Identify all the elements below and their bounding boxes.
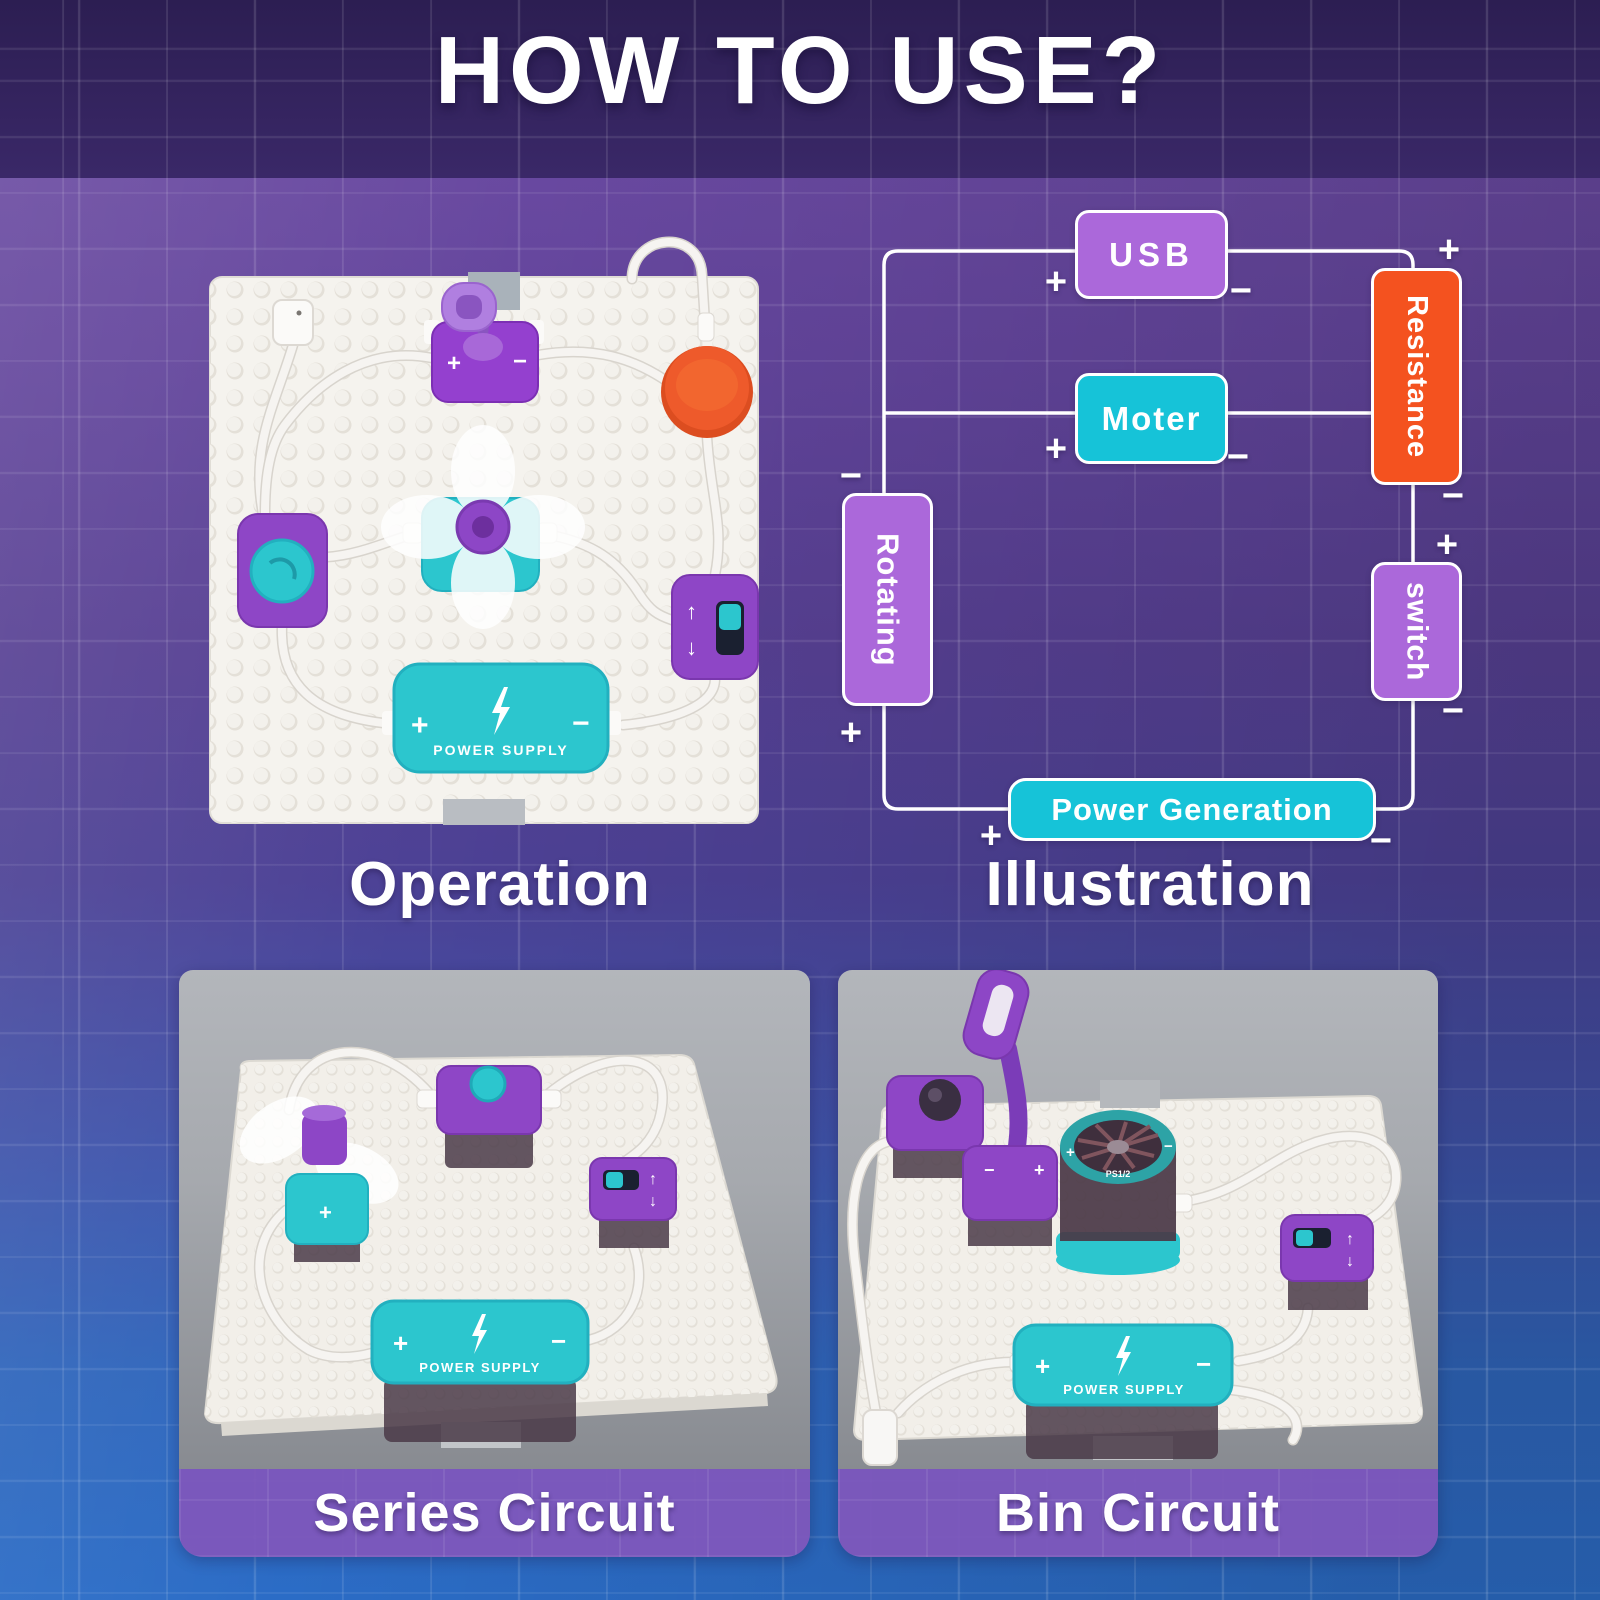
- power-supply-label: POWER SUPPLY: [1063, 1382, 1185, 1397]
- switch-module: ↑ ↓: [589, 1157, 677, 1248]
- bin-caption: Bin Circuit: [995, 1483, 1280, 1543]
- series-label-band: Series Circuit: [179, 1469, 810, 1557]
- turbine-module: + − PS1/2: [1056, 1110, 1180, 1275]
- switch-module: ↑ ↓: [1280, 1214, 1374, 1310]
- turbine-minus: −: [1164, 1138, 1173, 1155]
- moter-plus-sign: +: [1044, 428, 1068, 470]
- fan-module: [381, 425, 585, 629]
- switch-module: ↑ ↓: [671, 574, 759, 680]
- operation-photo: + −: [195, 195, 775, 845]
- series-photo-panel: + ↑ ↓ + − POWER S: [179, 970, 810, 1557]
- lamp-module: − +: [962, 970, 1058, 1246]
- switch-label: switch: [1400, 581, 1434, 682]
- arrow-up-icon: ↑: [649, 1171, 657, 1188]
- remote-stick: [862, 1409, 898, 1466]
- disc-module: [237, 513, 328, 628]
- page-title: HOW TO USE?: [434, 17, 1166, 124]
- fan-module: +: [239, 1096, 399, 1262]
- resistance-plus-sign: +: [1437, 229, 1461, 271]
- operation-board-illustration: + −: [209, 236, 759, 825]
- rotating-minus-sign: −: [839, 455, 863, 497]
- arrow-up-icon: ↑: [1346, 1231, 1354, 1248]
- lightning-icon: [472, 1314, 487, 1354]
- header-band: [0, 0, 1600, 178]
- rotating-plus-sign: +: [839, 712, 863, 754]
- diagram-node-usb: USB: [1075, 210, 1228, 299]
- power-supply-label: POWER SUPPLY: [433, 742, 569, 758]
- turbine-plus: +: [1066, 1144, 1075, 1161]
- bin-photo: − +: [838, 970, 1438, 1469]
- supply-minus: −: [572, 707, 590, 740]
- power-generation-label: Power Generation: [1051, 791, 1333, 827]
- crank-plus: +: [447, 350, 461, 377]
- switch-minus-sign: −: [1441, 690, 1465, 732]
- arrow-down-icon: ↓: [1346, 1253, 1354, 1270]
- fan-plus: +: [319, 1200, 332, 1225]
- bin-photo-panel: − +: [838, 970, 1438, 1557]
- illustration-caption: Illustration: [985, 850, 1315, 919]
- power-minus-sign: −: [1369, 820, 1393, 862]
- series-photo: + ↑ ↓ + − POWER S: [179, 970, 810, 1469]
- button-module: [436, 1065, 542, 1168]
- bin-label-band: Bin Circuit: [838, 1469, 1438, 1557]
- moter-label: Moter: [1101, 399, 1202, 437]
- usb-minus-sign: −: [1229, 270, 1253, 312]
- supply-plus: +: [1035, 1351, 1050, 1381]
- lamp-plus: +: [1034, 1160, 1045, 1180]
- lightning-icon: [1116, 1336, 1131, 1376]
- arrow-down-icon: ↓: [649, 1193, 657, 1210]
- wire-outer-loop: [882, 249, 1415, 811]
- turbine-model-label: PS1/2: [1106, 1169, 1131, 1179]
- switch-plus-sign: +: [1435, 524, 1459, 566]
- crank-minus: −: [513, 348, 527, 375]
- orange-button: [661, 346, 753, 438]
- usb-plus-sign: +: [1044, 261, 1068, 303]
- power-supply-label: POWER SUPPLY: [419, 1360, 541, 1375]
- power-supply-module: + − POWER SUPPLY: [382, 662, 621, 774]
- power-plus-sign: +: [979, 815, 1003, 857]
- arrow-down-icon: ↓: [686, 635, 697, 660]
- resistance-label: Resistance: [1401, 294, 1433, 459]
- board-tab-top: [1100, 1080, 1160, 1108]
- diagram-node-moter: Moter: [1075, 373, 1228, 464]
- cables: [254, 1046, 668, 1363]
- supply-plus: +: [411, 709, 429, 742]
- operation-caption: Operation: [349, 850, 651, 919]
- lightning-icon: [492, 687, 510, 735]
- moter-minus-sign: −: [1226, 436, 1250, 478]
- supply-plus: +: [393, 1328, 408, 1358]
- supply-minus: −: [1196, 1349, 1211, 1379]
- rotating-label: Rotating: [870, 532, 906, 667]
- resistance-minus-sign: −: [1441, 475, 1465, 517]
- crank-module: + −: [424, 282, 544, 403]
- power-supply-module: + − POWER SUPPLY: [1012, 1323, 1234, 1459]
- diagram-node-switch: switch: [1371, 562, 1462, 701]
- cables: [847, 1130, 1402, 1446]
- arrow-up-icon: ↑: [686, 599, 697, 624]
- usb-label: USB: [1109, 235, 1194, 273]
- series-caption: Series Circuit: [313, 1483, 676, 1543]
- diagram-node-rotating: Rotating: [842, 493, 933, 706]
- board-tab-bottom: [443, 799, 525, 825]
- diagram-node-resistance: Resistance: [1371, 268, 1462, 485]
- diagram-node-power-generation: Power Generation: [1008, 778, 1376, 841]
- power-supply-module: + − POWER SUPPLY: [370, 1299, 590, 1442]
- supply-minus: −: [551, 1326, 566, 1356]
- lamp-minus: −: [984, 1160, 995, 1180]
- connector-module: [272, 299, 314, 346]
